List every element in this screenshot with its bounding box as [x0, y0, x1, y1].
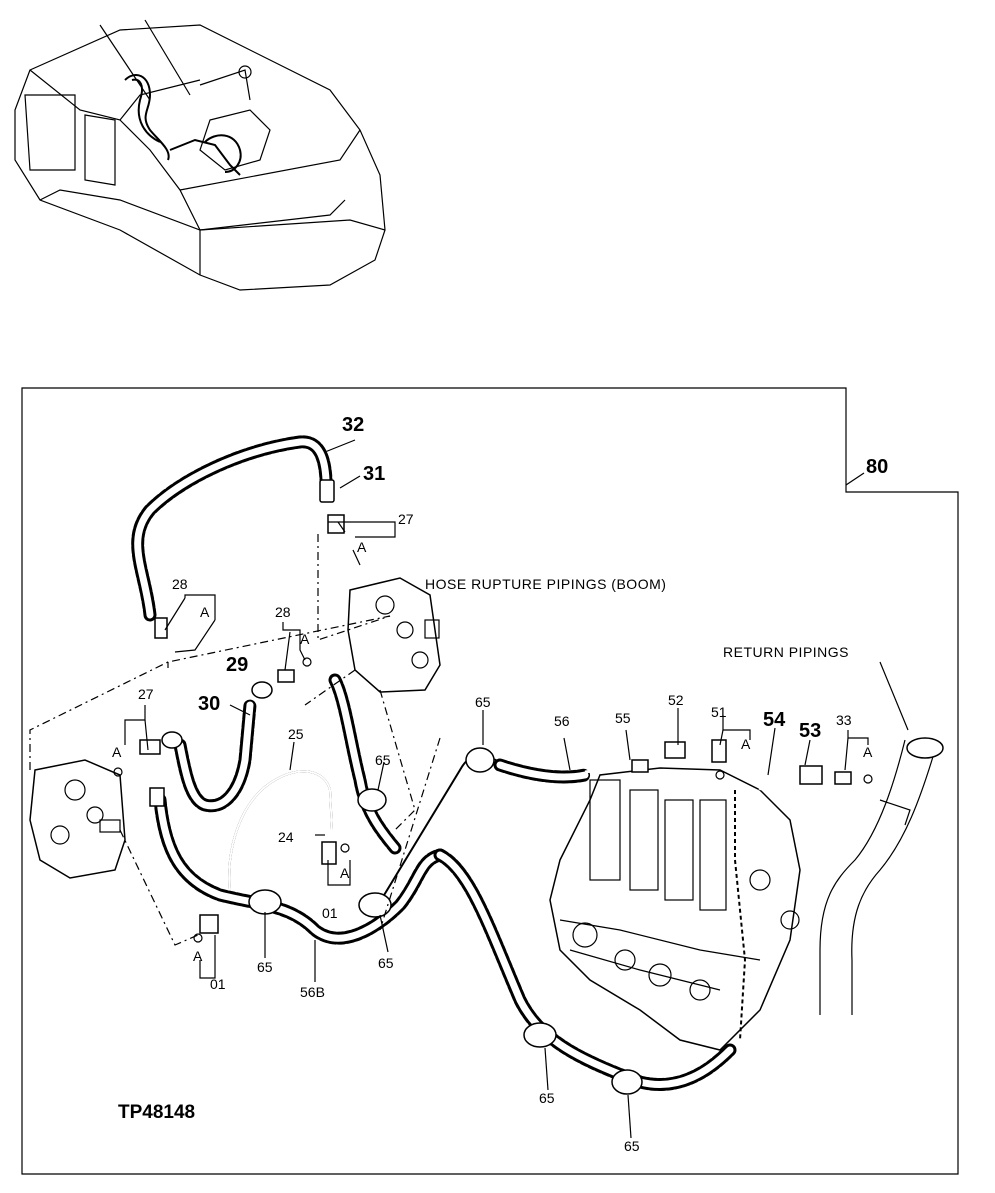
callout-65-upper: 65 — [475, 694, 491, 710]
callout-27-top: 27 — [398, 511, 414, 527]
callout-33: 33 — [836, 712, 852, 728]
callout-56: 56 — [554, 713, 570, 729]
hose-center — [328, 673, 402, 855]
hose-56b — [153, 793, 447, 945]
callout-56b: 56B — [300, 984, 325, 1000]
callout-28-left: 28 — [172, 576, 188, 592]
callout-65-left: 65 — [257, 959, 273, 975]
callout-24: 24 — [278, 829, 294, 845]
callout-65-bottom-right: 65 — [624, 1138, 640, 1154]
return-pipe — [819, 737, 944, 1015]
callout-32: 32 — [342, 414, 364, 436]
main-frame — [21, 387, 959, 1175]
callout-54: 54 — [763, 709, 786, 731]
callout-25: 25 — [288, 726, 304, 742]
callout-80: 80 — [866, 456, 888, 478]
callout-a-33: A — [863, 744, 873, 760]
callout-27-left: 27 — [138, 686, 154, 702]
callout-a-28-mid: A — [300, 631, 310, 647]
pipe-54 — [758, 771, 801, 791]
control-valve — [549, 767, 801, 1051]
callout-28-mid: 28 — [275, 604, 291, 620]
callout-a-28-left: A — [200, 604, 210, 620]
callout-01-mid: 01 — [322, 905, 338, 921]
callout-a-01-left: A — [193, 948, 203, 964]
callout-65-bottom-left: 65 — [539, 1090, 555, 1106]
valve-block-boom — [347, 577, 441, 693]
callout-a-01-mid: A — [340, 865, 350, 881]
callout-30: 30 — [198, 693, 220, 715]
callout-65-mid: 65 — [378, 955, 394, 971]
callout-a-27-top: A — [357, 539, 367, 555]
callout-01-left: 01 — [210, 976, 226, 992]
callout-a-27-left: A — [112, 744, 122, 760]
leader-lines — [29, 439, 909, 1139]
callout-a-51: A — [741, 736, 751, 752]
callout-53: 53 — [799, 720, 821, 742]
callout-51: 51 — [711, 704, 727, 720]
callout-55: 55 — [615, 710, 631, 726]
hose-32 — [131, 435, 333, 622]
callout-52: 52 — [668, 692, 684, 708]
hose-30 — [173, 698, 257, 813]
caption-hose-rupture-boom: HOSE RUPTURE PIPINGS (BOOM) — [425, 576, 666, 592]
figure-id: TP48148 — [118, 1102, 195, 1123]
caption-return-pipings: RETURN PIPINGS — [723, 644, 849, 660]
callout-65-center: 65 — [375, 752, 391, 768]
callout-31: 31 — [363, 463, 385, 485]
valve-block-left — [29, 759, 126, 879]
fittings — [113, 479, 873, 943]
clamps — [248, 747, 643, 1095]
hose-25 — [228, 770, 333, 896]
callout-29: 29 — [226, 654, 248, 676]
excavator-overview-sketch — [14, 19, 386, 291]
